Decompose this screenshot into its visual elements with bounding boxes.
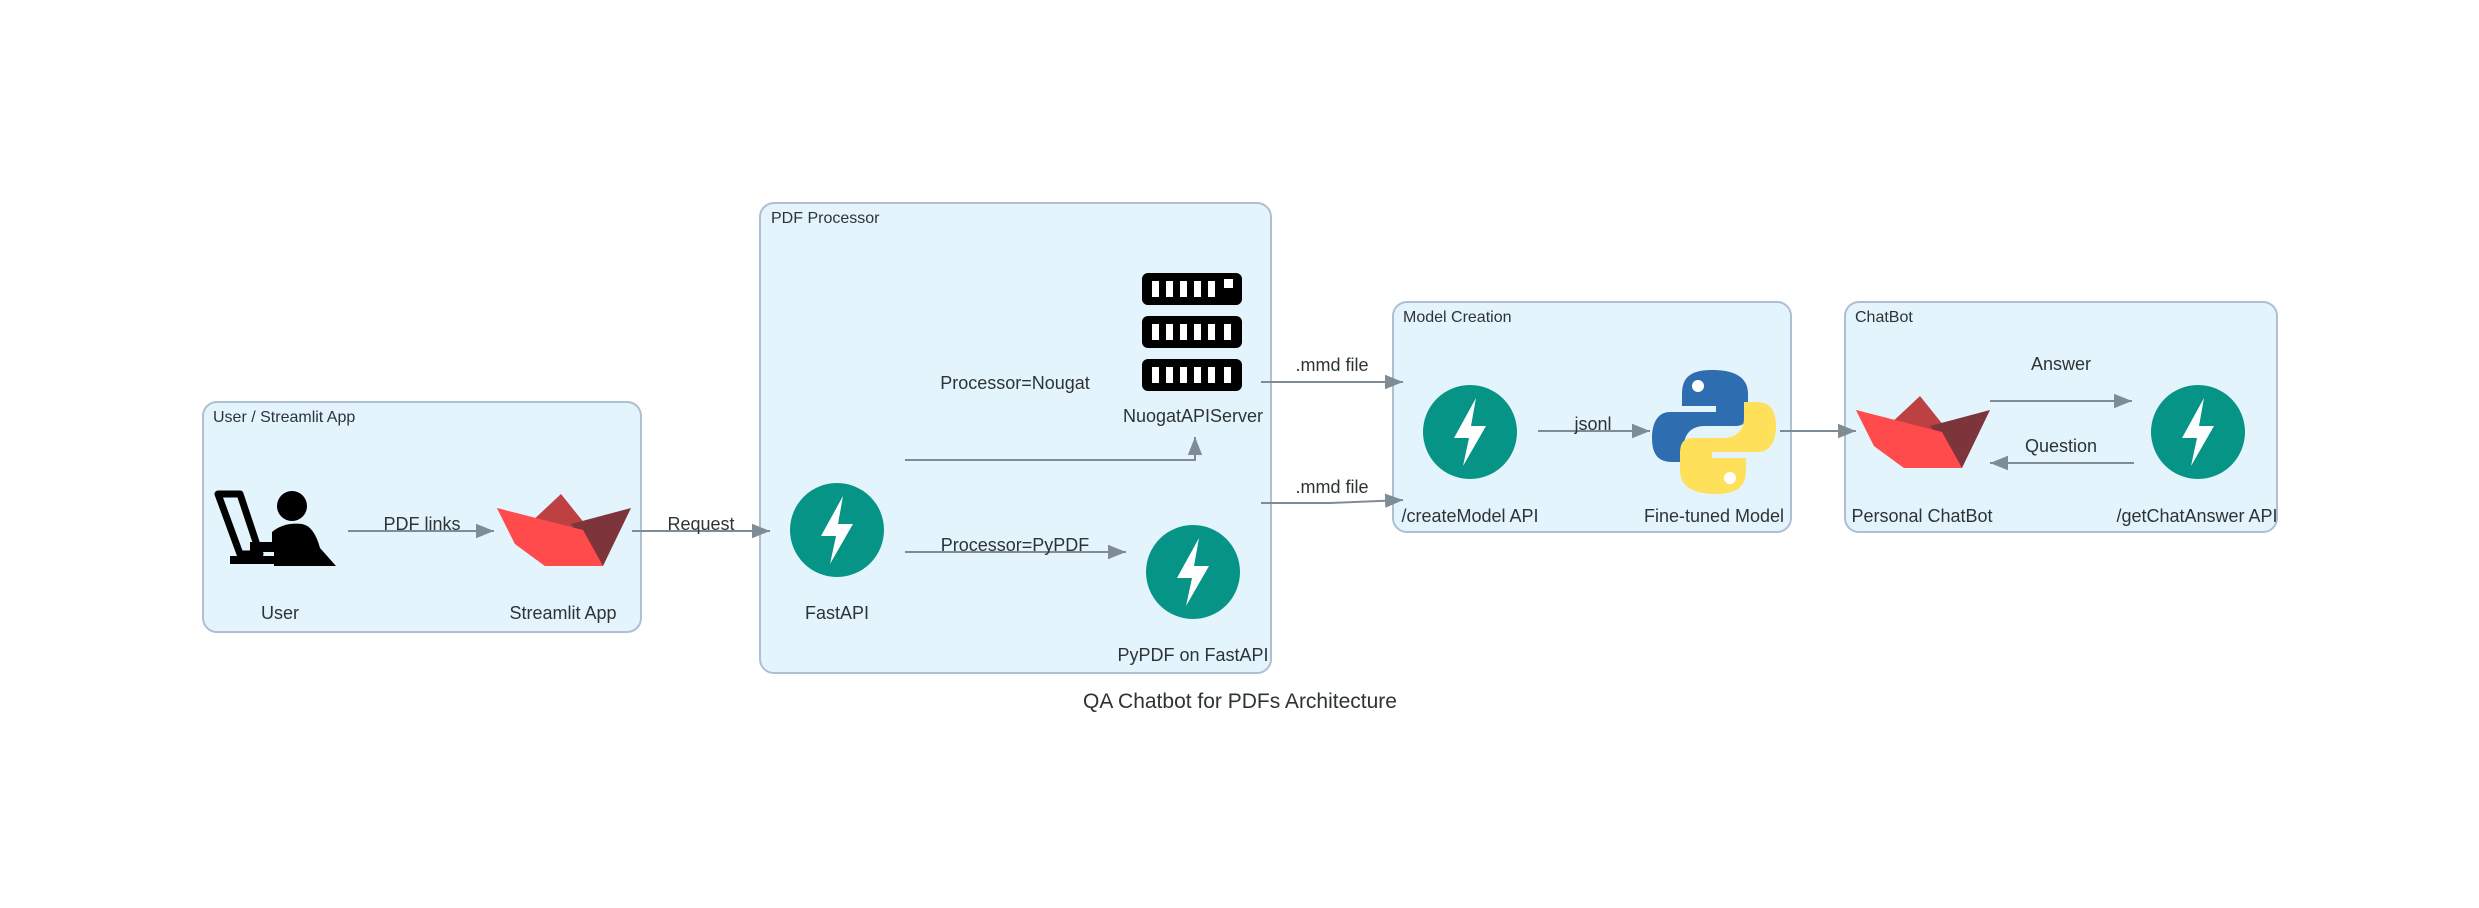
edge-fastapi-to-nougat: Processor=Nougat <box>905 373 1203 461</box>
server-icon <box>1142 273 1242 391</box>
edge-nougat-to-create-model: .mmd file <box>1261 355 1403 390</box>
fastapi-icon <box>1146 525 1240 619</box>
edge-label-mmd-file: .mmd file <box>1295 477 1368 497</box>
node-get-chat-answer-api: /getChatAnswer API <box>2116 385 2278 526</box>
fastapi-icon <box>2151 385 2245 479</box>
edge-fastapi-to-pypdf: Processor=PyPDF <box>905 535 1126 560</box>
edge-label-processor-pypdf: Processor=PyPDF <box>941 535 1090 555</box>
cluster-user-streamlit: User / Streamlit App <box>202 401 642 633</box>
edge-getchatanswer-to-chatbot: Question <box>1990 436 2134 471</box>
edge-label-mmd-file: .mmd file <box>1295 355 1368 375</box>
python-icon <box>1652 370 1776 494</box>
edge-user-to-streamlit: PDF links <box>348 514 494 539</box>
edge-label-question: Question <box>2025 436 2097 456</box>
edge-label-answer: Answer <box>2031 354 2091 374</box>
cluster-label: ChatBot <box>1855 309 1913 326</box>
edge-label-processor-nougat: Processor=Nougat <box>940 373 1090 393</box>
streamlit-icon <box>1856 396 1990 468</box>
edge-chatbot-to-getchatanswer: Answer <box>1990 354 2132 409</box>
node-label: NuogatAPIServer <box>1123 406 1263 426</box>
cluster-label: User / Streamlit App <box>213 409 355 426</box>
edge-label-request: Request <box>667 514 734 534</box>
node-label: FastAPI <box>805 603 869 623</box>
node-label: PyPDF on FastAPI <box>1117 645 1268 665</box>
node-label: Fine-tuned Model <box>1644 506 1784 526</box>
diagram-title: QA Chatbot for PDFs Architecture <box>1083 690 1397 713</box>
node-label: /createModel API <box>1401 506 1538 526</box>
node-label: User <box>261 603 299 623</box>
cluster-chatbot: ChatBot <box>1844 301 2278 533</box>
node-label: Personal ChatBot <box>1851 506 1992 526</box>
edge-create-model-to-finetuned: jsonl <box>1538 414 1650 439</box>
node-streamlit-app: Streamlit App <box>497 494 631 623</box>
fastapi-icon <box>790 483 884 577</box>
edge-pypdf-to-create-model: .mmd file <box>1261 477 1404 508</box>
edge-label-pdf-links: PDF links <box>383 514 460 534</box>
node-personal-chatbot: Personal ChatBot <box>1851 396 1993 526</box>
node-fastapi: FastAPI <box>790 483 884 623</box>
edge-label-jsonl: jsonl <box>1573 414 1611 434</box>
edge-streamlit-to-fastapi: Request <box>632 514 770 539</box>
node-pypdf: PyPDF on FastAPI <box>1117 525 1269 665</box>
node-label: Streamlit App <box>509 603 616 623</box>
user-laptop-icon <box>214 490 336 566</box>
fastapi-icon <box>1423 385 1517 479</box>
streamlit-icon <box>497 494 631 566</box>
node-finetuned-model: Fine-tuned Model <box>1644 370 1784 526</box>
node-label: /getChatAnswer API <box>2116 506 2277 526</box>
node-user: User <box>214 490 336 623</box>
cluster-label: Model Creation <box>1403 309 1512 326</box>
cluster-label: PDF Processor <box>771 210 880 227</box>
node-nougat-server: NuogatAPIServer <box>1123 273 1263 426</box>
node-create-model-api: /createModel API <box>1401 385 1539 526</box>
